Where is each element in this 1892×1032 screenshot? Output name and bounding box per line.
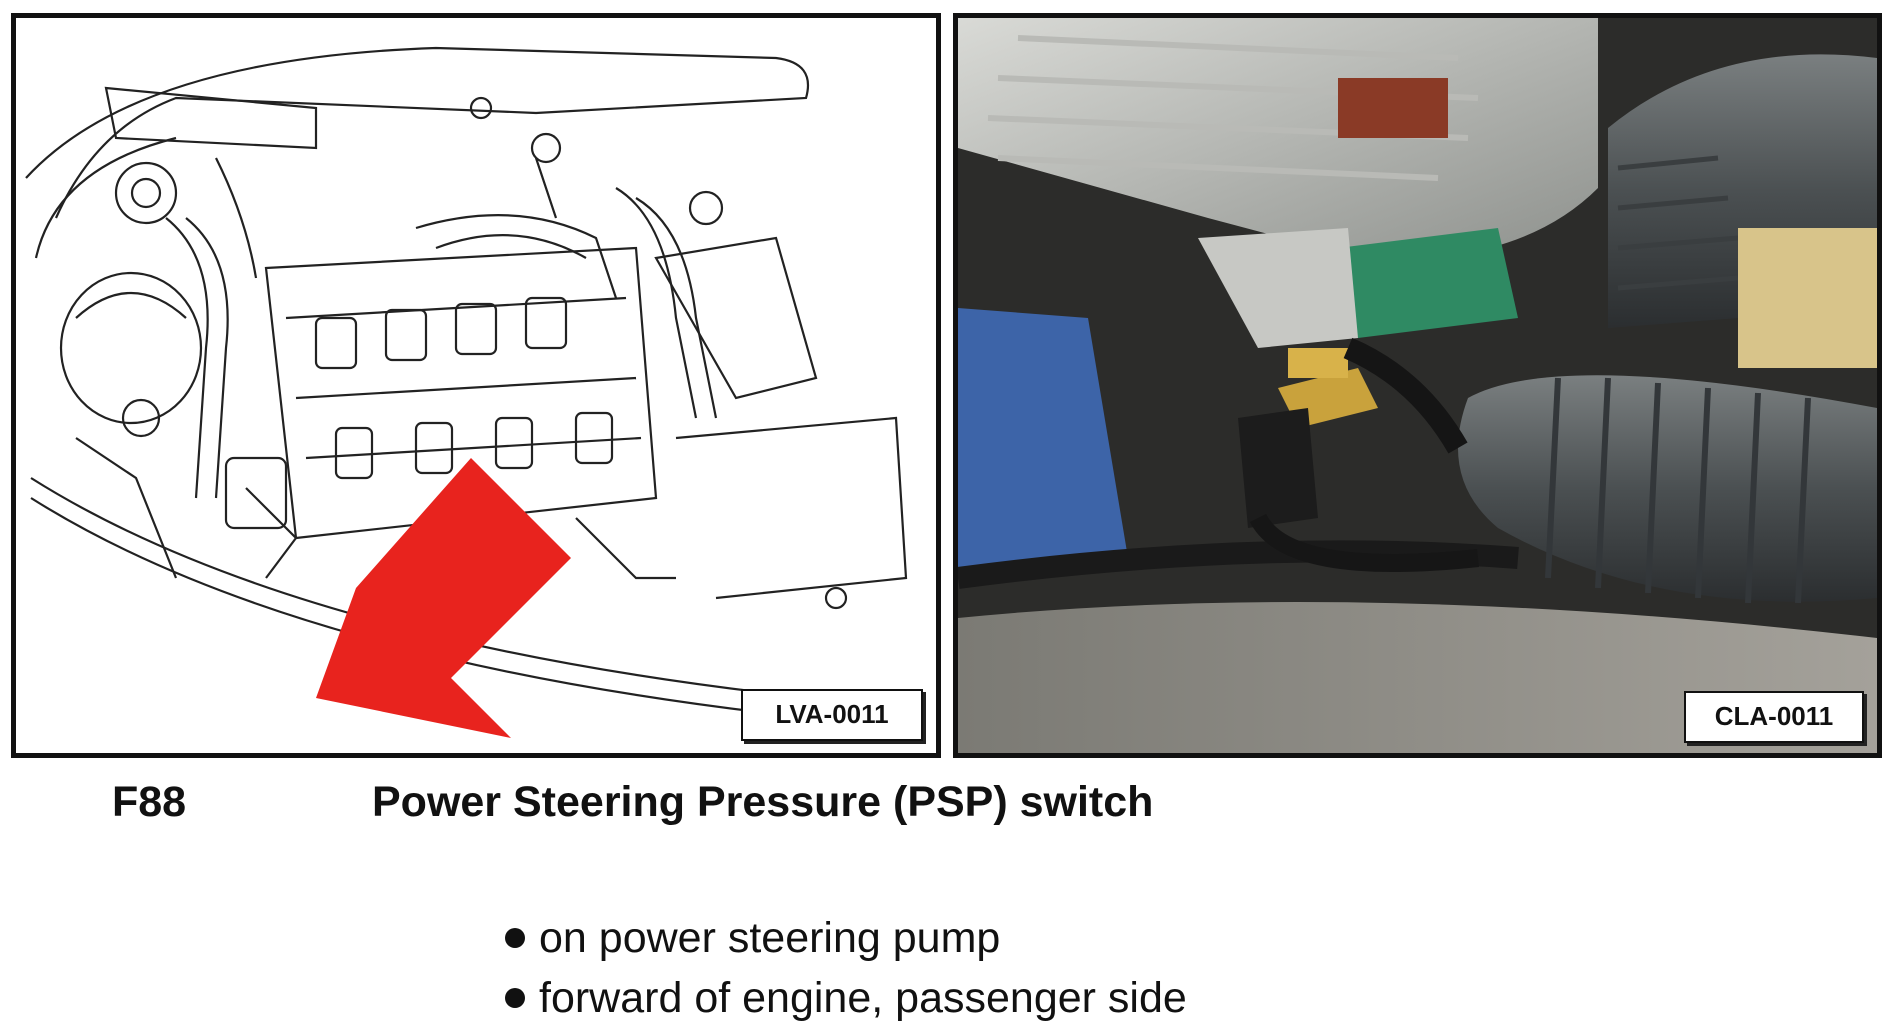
bullet-icon	[505, 987, 525, 1008]
location-note-text: forward of engine, passenger side	[539, 974, 1187, 1022]
location-notes-list: on power steering pump forward of engine…	[505, 908, 1187, 1028]
photo-illustration	[958, 18, 1877, 753]
component-name: Power Steering Pressure (PSP) switch	[372, 778, 1154, 826]
figure-ref-label-left: LVA-0011	[741, 689, 923, 741]
component-code: F88	[112, 778, 187, 826]
location-arrow	[316, 458, 571, 738]
location-note-text: on power steering pump	[539, 914, 1001, 962]
bullet-icon	[505, 927, 525, 948]
engine-bay-photo: CLA-0011	[953, 13, 1882, 758]
engine-bay-diagram: LVA-0011	[11, 13, 941, 758]
engine-line-drawing	[25, 46, 917, 738]
list-item: on power steering pump	[505, 908, 1187, 968]
figure-ref-label-right: CLA-0011	[1684, 691, 1864, 743]
list-item: forward of engine, passenger side	[505, 968, 1187, 1028]
